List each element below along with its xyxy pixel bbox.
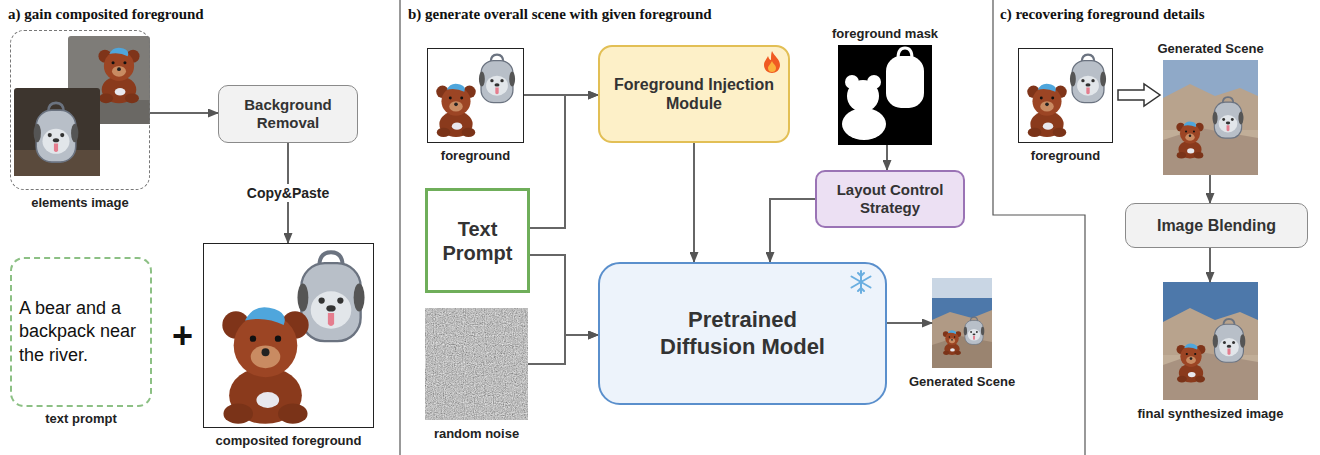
connector xyxy=(150,112,218,114)
svg-line xyxy=(852,277,871,288)
section-title: c) recovering foreground details xyxy=(1000,6,1205,23)
svg-circle xyxy=(847,80,879,112)
svg-rect xyxy=(886,56,924,108)
svg-use xyxy=(1177,344,1206,383)
image-box: final synthesized image xyxy=(1163,282,1258,400)
svg-rect xyxy=(1163,60,1258,175)
hollow-arrow xyxy=(1118,84,1160,106)
image-caption: foreground xyxy=(1031,148,1100,163)
svg-use xyxy=(98,48,139,103)
svg-path xyxy=(1163,84,1258,130)
element-photos xyxy=(14,36,150,176)
box-text: A bear and a backpack near the river. xyxy=(19,297,143,367)
box-text: Image Blending xyxy=(1157,216,1276,235)
svg-use xyxy=(1027,84,1067,137)
image-box: foreground xyxy=(427,48,524,143)
svg-g xyxy=(852,271,871,293)
plus-sign: + xyxy=(172,318,193,354)
generated-scene-image xyxy=(1163,60,1258,175)
image-box: Generated Scene xyxy=(1163,60,1258,175)
svg-path xyxy=(768,61,776,72)
svg-use xyxy=(479,55,515,103)
svg-ellipse xyxy=(842,108,886,140)
image-caption: composited foreground xyxy=(216,433,362,448)
connector xyxy=(530,95,598,228)
section-dividers xyxy=(400,0,1085,455)
image-box: foreground mask xyxy=(838,45,932,145)
connector xyxy=(1209,175,1211,203)
connector xyxy=(770,199,815,262)
box-text: Background Removal xyxy=(227,96,349,132)
process-box: Background Removal xyxy=(218,85,358,143)
image-caption: Generated Scene xyxy=(1157,41,1263,56)
box-text: Foreground Injection Module xyxy=(610,75,778,113)
svg-path xyxy=(1163,128,1258,175)
connector xyxy=(886,145,888,170)
image-caption: text prompt xyxy=(45,411,117,426)
svg-use xyxy=(34,103,79,162)
edge-label: Copy&Paste xyxy=(244,184,332,202)
image-caption: random noise xyxy=(434,426,519,441)
prompt-box: A bear and a backpack near the river.tex… xyxy=(10,257,152,407)
svg-rect xyxy=(1163,282,1258,400)
svg-line xyxy=(399,0,400,455)
input-box: Text Prompt xyxy=(425,188,530,293)
image-caption: foreground mask xyxy=(832,26,938,41)
svg-use xyxy=(943,330,961,355)
final-image xyxy=(1163,282,1258,400)
svg-path xyxy=(858,288,864,291)
svg-line xyxy=(852,277,871,288)
svg-use xyxy=(1213,319,1246,362)
svg-rect xyxy=(932,278,992,298)
connector xyxy=(1209,248,1211,282)
connector xyxy=(530,255,598,335)
svg-path xyxy=(858,273,864,276)
svg-use xyxy=(1070,55,1106,103)
image-box: Generated Scene xyxy=(932,278,992,368)
module-box: Foreground Injection Module xyxy=(598,45,790,143)
foreground-mask-image xyxy=(838,45,932,145)
svg-use xyxy=(222,307,308,424)
svg-use xyxy=(1213,97,1244,138)
random-noise-image xyxy=(425,308,528,420)
model-box: Pretrained Diffusion Model xyxy=(598,262,887,405)
image-caption: final synthesized image xyxy=(1138,406,1284,421)
box-text: Layout Control Strategy xyxy=(825,181,955,217)
svg-rect xyxy=(14,88,100,176)
image-box: composited foreground xyxy=(203,243,374,428)
section-title: b) generate overall scene with given for… xyxy=(408,6,712,23)
foreground-image xyxy=(436,55,515,137)
image-group: elements image xyxy=(10,30,150,190)
generated-scene-image xyxy=(932,278,992,368)
svg-rect xyxy=(425,308,528,420)
svg-use xyxy=(436,84,476,137)
box-text: Text Prompt xyxy=(434,217,521,265)
svg-path xyxy=(764,51,780,73)
strategy-box: Layout Control Strategy xyxy=(815,170,965,228)
process-box: Image Blending xyxy=(1125,203,1308,248)
image-box: random noise xyxy=(425,308,528,420)
composited-foreground-image xyxy=(222,252,364,424)
svg-rect xyxy=(838,45,932,145)
connector xyxy=(887,322,932,324)
connector xyxy=(693,143,695,262)
box-text: Pretrained Diffusion Model xyxy=(640,307,845,360)
svg-path xyxy=(932,310,992,368)
image-box: foreground xyxy=(1018,48,1113,143)
fire-icon xyxy=(762,50,782,74)
section-title: a) gain composited foreground xyxy=(8,6,204,23)
svg-use xyxy=(964,317,985,344)
image-caption: elements image xyxy=(31,195,129,210)
snowflake-icon xyxy=(849,270,873,294)
connector xyxy=(528,335,598,364)
svg-path xyxy=(898,48,912,58)
svg-use xyxy=(1176,121,1203,158)
foreground-image xyxy=(1027,55,1106,137)
svg-path xyxy=(1163,352,1258,400)
image-caption: foreground xyxy=(441,148,510,163)
svg-path xyxy=(932,336,992,368)
image-caption: Generated Scene xyxy=(909,374,1015,389)
